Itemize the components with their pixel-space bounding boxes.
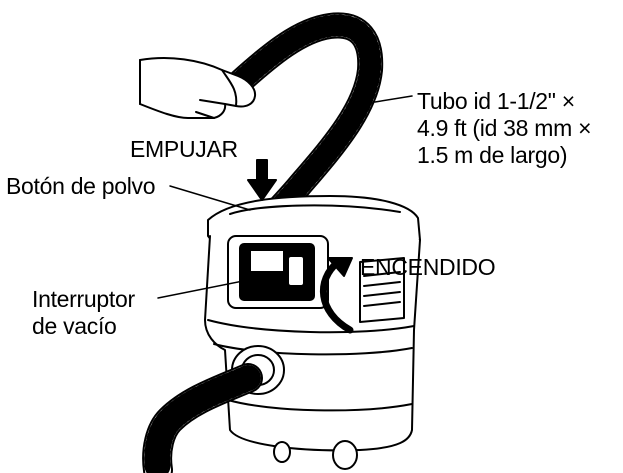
push-label: EMPUJAR <box>130 136 238 162</box>
hose-label-line3: 1.5 m de largo) <box>417 142 568 168</box>
vacuum-switch-label-line2: de vacío <box>32 313 117 339</box>
lower-hose <box>142 363 263 473</box>
push-arrow-icon <box>247 159 277 201</box>
upper-hose <box>227 12 384 225</box>
leader-line-switch <box>157 273 279 299</box>
leader-line-dust-button <box>169 185 251 211</box>
hose-label-line2: 4.9 ft (id 38 mm × <box>417 115 592 141</box>
leader-line-hose <box>374 95 413 103</box>
hose-label: Tubo id 1-1/2" × 4.9 ft (id 38 mm × 1.5 … <box>417 88 592 169</box>
vacuum-switch-label-line1: Interruptor <box>32 286 135 312</box>
vacuum-body <box>204 195 421 470</box>
dust-button-label: Botón de polvo <box>6 173 156 199</box>
hand-icon <box>139 57 257 119</box>
hose-label-line1: Tubo id 1-1/2" × <box>417 88 575 114</box>
on-label: ENCENDIDO <box>360 254 496 280</box>
rotation-arrow-icon <box>320 257 354 334</box>
vacuum-switch-label: Interruptor de vacío <box>32 286 135 340</box>
